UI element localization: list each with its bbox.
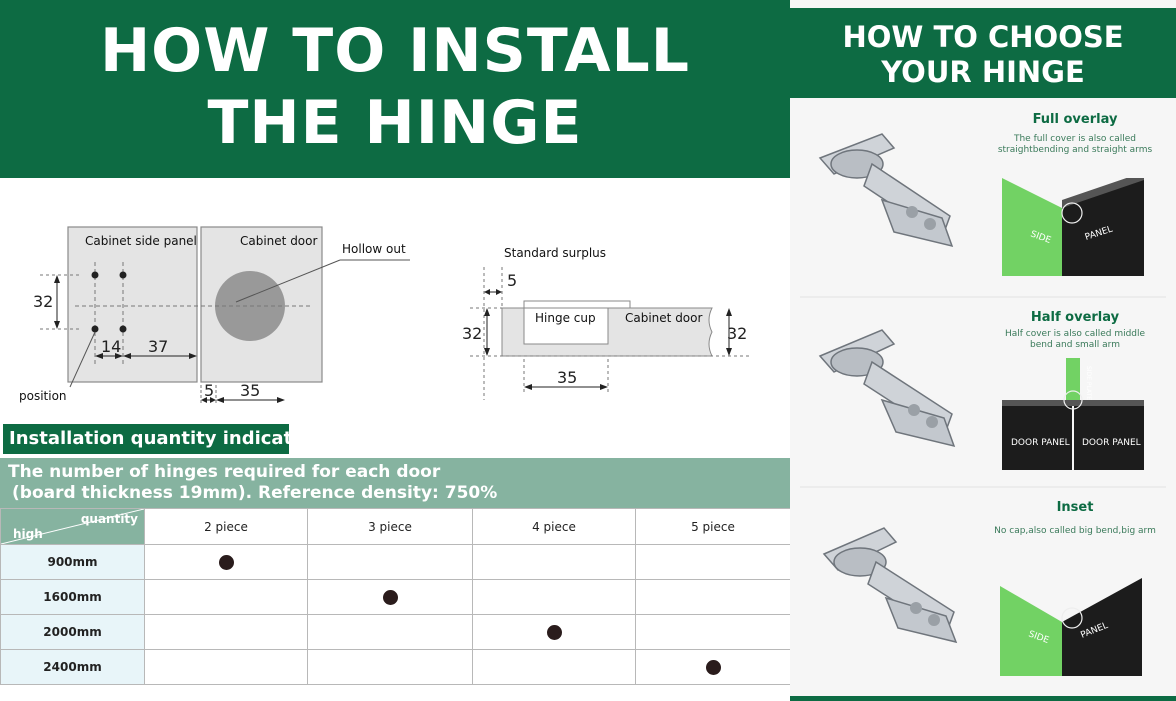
choose-title-line2: YOUR HINGE <box>881 55 1085 89</box>
quantity-marker-dot <box>705 659 721 675</box>
dim-37-text: 37 <box>148 337 168 356</box>
full-overlay-desc-line2: straightbending and straight arms <box>997 145 1153 155</box>
row-header-height: 2000mm <box>0 614 145 650</box>
position-leader <box>69 331 96 388</box>
column-header-2-piece: 2 piece <box>144 508 308 545</box>
half-overlay-panel-diagram: SIDE PLATE DOOR PANEL DOOR PANEL <box>1002 358 1144 470</box>
column-header-4-piece: 4 piece <box>472 508 636 545</box>
inset-panel-diagram: SIDE PANEL <box>1000 578 1142 676</box>
choose-header: HOW TO CHOOSE YOUR HINGE <box>790 0 1176 98</box>
side-dim-35-text: 35 <box>557 368 577 387</box>
inset-hinge-icon <box>822 527 958 644</box>
quantity-marker-dot <box>546 624 562 640</box>
column-header-5-piece: 5 piece <box>635 508 791 545</box>
drill-hole-1 <box>91 271 99 279</box>
label-side-cabinet-door: Cabinet door <box>625 311 702 325</box>
table-cell <box>472 614 636 650</box>
full-overlay-panel-diagram: SIDE PANEL <box>1002 178 1144 276</box>
table-cell <box>307 649 473 685</box>
quantity-marker-dot <box>382 589 398 605</box>
choose-bottom-bar <box>790 696 1176 701</box>
side-dim-32-left-text: 32 <box>462 324 482 343</box>
corner-high: high <box>13 527 43 541</box>
row-header-height: 1600mm <box>0 579 145 615</box>
side-dim-5-text: 5 <box>507 271 517 290</box>
section-divider-1 <box>800 296 1166 298</box>
section-divider-2 <box>800 486 1166 488</box>
dim-14-text: 14 <box>101 337 121 356</box>
half-overlay-door-panel-label-1: DOOR PANEL <box>1011 438 1070 448</box>
table-cell <box>472 649 636 685</box>
table-cell <box>307 614 473 650</box>
table-cell <box>635 649 791 685</box>
half-overlay-desc-line2: bend and small arm <box>1030 340 1120 350</box>
header-top-strip <box>790 0 1176 8</box>
choose-panel: HOW TO CHOOSE YOUR HINGE Full overlay Th… <box>790 0 1176 701</box>
row-header-height: 2400mm <box>0 649 145 685</box>
install-title-line1: HOW TO INSTALL <box>99 16 691 86</box>
table-corner-header: quantity high <box>0 508 145 545</box>
row-header-height: 900mm <box>0 544 145 580</box>
full-overlay-desc-line1: The full cover is also called <box>1013 134 1137 144</box>
label-hollow-out: Hollow out <box>342 242 406 256</box>
table-row: 2400mm <box>0 649 791 685</box>
dim-32-text: 32 <box>33 292 53 311</box>
table-row: 2000mm <box>0 614 791 650</box>
column-header-3-piece: 3 piece <box>307 508 473 545</box>
hinge-cup-lip <box>523 300 631 309</box>
caption-line1: The number of hinges required for each d… <box>8 462 441 482</box>
table-cell <box>144 649 308 685</box>
half-overlay-hinge-icon <box>818 329 956 448</box>
table-cell <box>472 544 636 580</box>
label-cabinet-side-panel: Cabinet side panel <box>85 234 197 248</box>
table-row: 1600mm <box>0 579 791 615</box>
half-overlay-desc-line1: Half cover is also called middle <box>1004 329 1146 339</box>
table-row: 900mm <box>0 544 791 580</box>
full-overlay-title: Full overlay <box>1032 112 1118 127</box>
dim-5-text: 5 <box>204 381 214 400</box>
install-panel: HOW TO INSTALL THE HINGE Cabinet side pa… <box>0 0 791 685</box>
label-cabinet-door: Cabinet door <box>240 234 317 248</box>
caption-line2: (board thickness 19mm). Reference densit… <box>12 483 498 503</box>
table-cell <box>144 614 308 650</box>
inset-desc: No cap,also called big bend,big arm <box>985 526 1165 537</box>
quantity-marker-dot <box>218 554 234 570</box>
hollow-out-leader <box>235 259 341 303</box>
drill-hole-2 <box>119 271 127 279</box>
half-overlay-side-plate-label: SIDE PLATE <box>1085 366 1092 400</box>
installation-diagram: Cabinet side panel Cabinet door Hollow o… <box>19 226 752 404</box>
table-cell <box>307 544 473 580</box>
table-cell <box>635 544 791 580</box>
table-cell <box>307 579 473 615</box>
half-overlay-door-panel-label-2: DOOR PANEL <box>1082 438 1141 448</box>
table-cell <box>635 614 791 650</box>
table-cell <box>144 579 308 615</box>
choose-title-line1: HOW TO CHOOSE <box>842 20 1124 54</box>
table-cell <box>144 544 308 580</box>
label-standard-surplus: Standard surplus <box>504 246 606 260</box>
install-title-line2: THE HINGE <box>207 88 583 158</box>
install-header: HOW TO INSTALL THE HINGE <box>0 0 790 178</box>
cabinet-side-panel-shape <box>67 226 198 383</box>
drill-hole-4 <box>119 325 127 333</box>
drill-hole-3 <box>91 325 99 333</box>
installation-quantity-label: Installation quantity indication <box>3 424 324 454</box>
label-hinge-cup: Hinge cup <box>535 311 596 325</box>
inset-desc-line1: No cap,also called big bend,big arm <box>994 526 1156 536</box>
table-cell <box>635 579 791 615</box>
label-position: position <box>19 389 67 403</box>
quantity-table: quantity high 2 piece 3 piece 4 piece 5 … <box>0 508 791 685</box>
inset-title: Inset <box>1056 500 1094 515</box>
half-overlay-desc: Half cover is also called middle bend an… <box>985 329 1165 351</box>
table-caption: The number of hinges required for each d… <box>0 458 790 508</box>
full-overlay-hinge-icon <box>818 133 954 248</box>
hinge-cup-shape <box>523 307 609 345</box>
corner-quantity: quantity <box>80 512 138 526</box>
full-overlay-desc: The full cover is also called straightbe… <box>985 134 1165 156</box>
side-dim-32-right-text: 32 <box>727 324 747 343</box>
table-cell <box>472 579 636 615</box>
half-overlay-title: Half overlay <box>1030 310 1120 325</box>
dim-35-text: 35 <box>240 381 260 400</box>
